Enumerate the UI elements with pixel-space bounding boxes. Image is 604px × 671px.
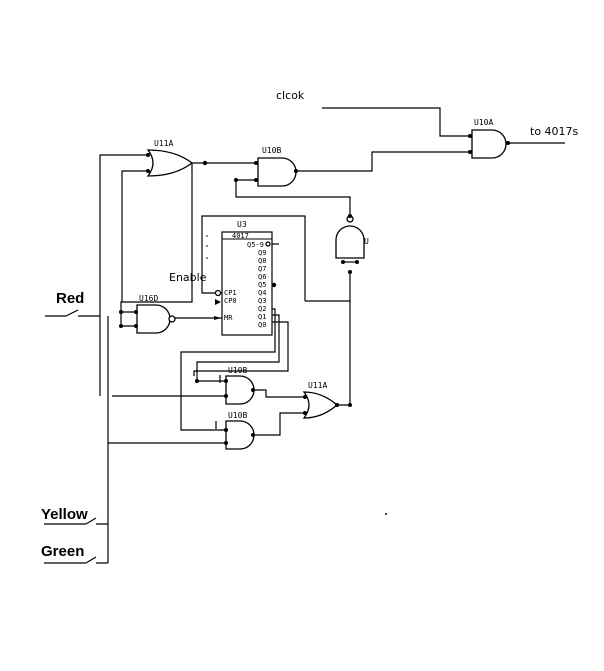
gate-u10b-mid: U10B: [225, 366, 255, 405]
pin-q9: Q9: [258, 249, 266, 257]
gate-u10b-bot: U10B: [225, 411, 255, 450]
ref-u3: U3: [237, 220, 247, 229]
gate-u11a-top: U11A: [146, 139, 194, 177]
ref-u11a-bot: U11A: [308, 381, 327, 390]
red-input-label: Red: [56, 290, 84, 307]
ref-u-nand: U: [364, 237, 369, 246]
clock-label: clcok: [276, 89, 305, 102]
counter-part: 4017: [232, 232, 249, 240]
gate-u-nand: U: [335, 215, 369, 259]
pin-q3: Q3: [258, 297, 266, 305]
pin-q5-9: Q5-9: [247, 241, 264, 249]
switches: [65, 309, 97, 564]
output-label: to 4017s: [530, 125, 579, 138]
yellow-switch: [85, 517, 97, 525]
gate-u10a: U10A: [471, 118, 507, 159]
pin-cp0: CP0: [224, 297, 237, 305]
pin-q0: Q0: [258, 321, 266, 329]
pin-q1: Q1: [258, 313, 266, 321]
ref-u10b-bot: U10B: [228, 411, 247, 420]
pin-cp1: CP1: [224, 289, 237, 297]
gate-u10b-top: U10B: [257, 146, 297, 187]
ref-u10a: U10A: [474, 118, 493, 127]
green-switch: [85, 556, 97, 564]
pin-q6: Q6: [258, 273, 266, 281]
wires: [44, 107, 565, 564]
pin-q7: Q7: [258, 265, 266, 273]
counter-4017: U3 4017 Q5-9 Q9 Q8 Q7 Q6 Q5 Q4 Q3 Q2 Q1 …: [214, 220, 279, 336]
pin-q5: Q5: [258, 281, 266, 289]
ref-u10b-top: U10B: [262, 146, 281, 155]
pin-q4: Q4: [258, 289, 266, 297]
junction-dots: [119, 134, 510, 515]
yellow-input-label: Yellow: [41, 506, 88, 523]
gate-u11a-bot: U11A: [302, 381, 338, 419]
ref-u16d: U16D: [139, 294, 158, 303]
enable-label: Enable: [169, 271, 207, 284]
green-input-label: Green: [41, 543, 84, 560]
ref-u10b-mid: U10B: [228, 366, 247, 375]
red-switch: [65, 309, 79, 317]
pin-q2: Q2: [258, 305, 266, 313]
pin-mr: MR: [224, 314, 233, 322]
gate-u16d: U16D: [136, 294, 176, 334]
ref-u11a-top: U11A: [154, 139, 173, 148]
pin-q8: Q8: [258, 257, 266, 265]
